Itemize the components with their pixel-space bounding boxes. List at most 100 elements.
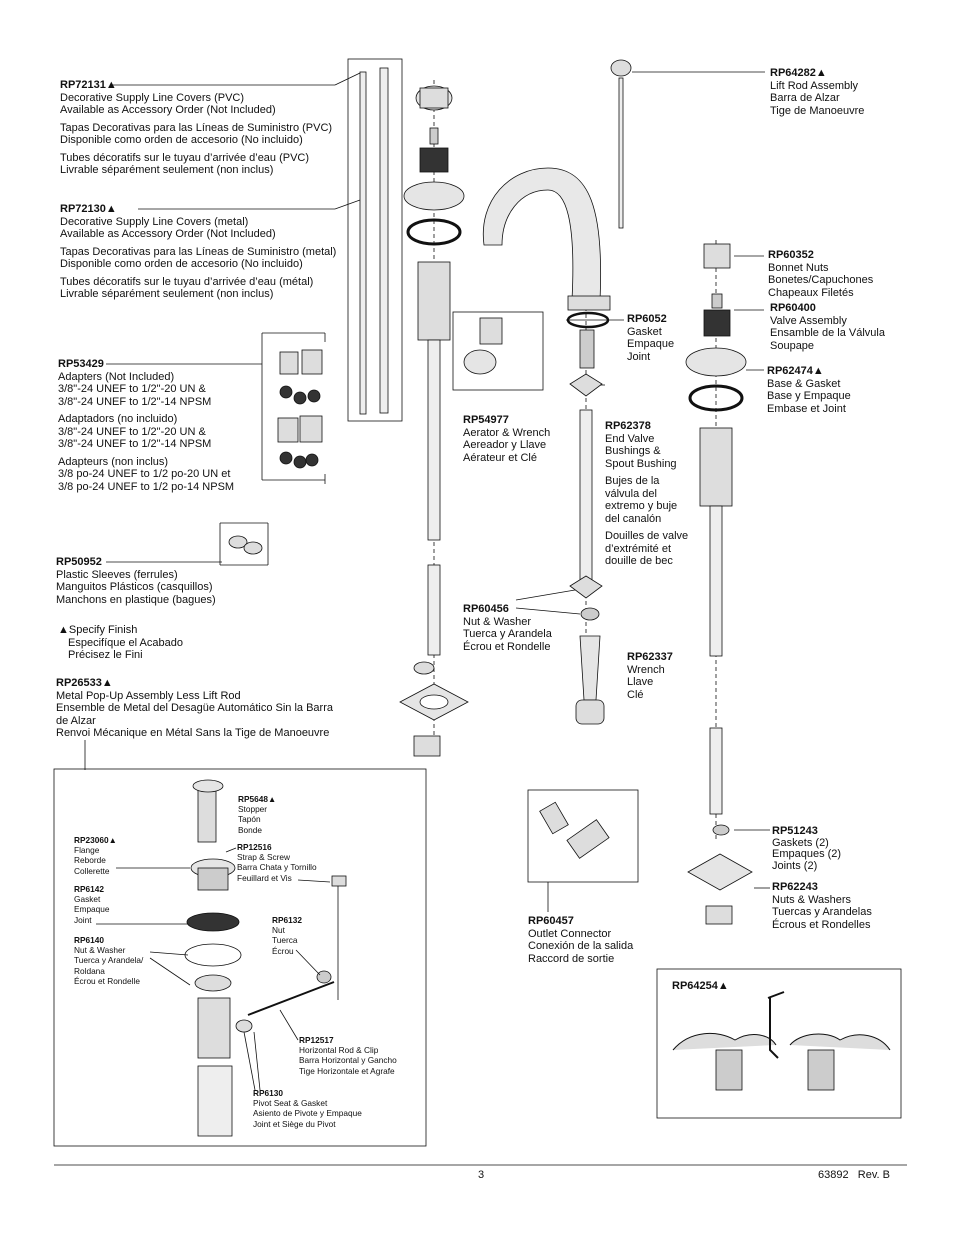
desc-en: Bushings & (605, 445, 661, 457)
desc-line: Aereador y Llave (463, 439, 547, 451)
supply-cover-box (347, 58, 403, 422)
desc-line: Empaque (74, 904, 110, 915)
desc-line: Joint (74, 914, 92, 925)
desc-line: Joint et Siège du Pivot (253, 1118, 336, 1129)
desc-en: Spout Bushing (605, 457, 677, 470)
desc-line: Écrou et Rondelle (463, 640, 551, 653)
callout-rp6052: RP6052 Gasket Empaque Joint (627, 313, 674, 363)
part-code: RP6052 (627, 313, 667, 325)
desc-line: Strap & Screw (237, 852, 291, 863)
desc-line: Barra de Alzar (770, 92, 840, 104)
desc-line: Asiento de Pivote y Empaque (253, 1108, 362, 1119)
part-code: RP60400 (770, 302, 816, 314)
callout-rp60400: RP60400 Valve Assembly Ensamble de la Vá… (770, 302, 885, 352)
note-line: Précisez le Fini (68, 649, 143, 661)
desc-es: 3/8"-24 UNEF to 1/2"-14 NPSM (58, 438, 212, 450)
aerator-box (452, 311, 544, 391)
desc-line: Nut & Washer (463, 615, 532, 628)
desc-line: Ensamble de la Válvula (770, 327, 885, 339)
desc-es: Adaptadors (no incluido) (58, 413, 178, 425)
desc-line: Empaques (2) (772, 848, 842, 860)
part-code: RP26533▲ (56, 677, 113, 689)
desc-line: Écrou (272, 945, 294, 956)
desc-line: Horizontal Rod & Clip (299, 1045, 379, 1056)
part-code: RP60457 (528, 915, 574, 927)
desc-line: Collerette (74, 865, 110, 876)
outlet-box (527, 789, 639, 883)
desc-line: Gasket (627, 325, 662, 338)
desc-line: Raccord de sortie (528, 952, 615, 965)
desc-line: Valve Assembly (770, 314, 847, 327)
note-line: Especifíque el Acabado (68, 636, 183, 649)
desc-line: Base & Gasket (767, 377, 841, 390)
callout-rp6140: RP6140 Nut & Washer Tuerca y Arandela/ R… (74, 935, 143, 986)
part-code: RP62243 (772, 881, 818, 893)
callout-rp6132: RP6132 Nut Tuerca Écrou (272, 915, 302, 956)
desc-line: Embase et Joint (767, 402, 846, 415)
desc-line: Lift Rod Assembly (770, 79, 859, 92)
desc-fr: douille de bec (605, 555, 673, 567)
part-code: RP23060▲ (74, 835, 117, 845)
desc-line: Tige de Manoeuvre (770, 104, 865, 117)
desc-line: Ensemble de Metal del Desagüe Automático… (56, 702, 333, 714)
desc-en: End Valve (605, 432, 655, 445)
desc-line: Nut & Washer (74, 945, 126, 956)
desc-line: Tuerca y Arandela/ (74, 955, 144, 966)
callout-rp72130: RP72130▲ Decorative Supply Line Covers (… (60, 203, 336, 301)
desc-line: Plastic Sleeves (ferrules) (56, 568, 178, 581)
callout-rp53429: RP53429 Adapters (Not Included) 3/8"-24 … (58, 358, 234, 493)
part-code: RP54977 (463, 414, 509, 426)
desc-line: Renvoi Mécanique en Métal Sans la Tige d… (56, 727, 330, 739)
desc-line: Barra Horizontal y Gancho (299, 1055, 397, 1066)
desc-en: Available as Accessory Order (Not Includ… (60, 228, 276, 240)
desc-line: Reborde (74, 855, 106, 866)
desc-line: Chapeaux Filetés (768, 286, 854, 299)
part-code: RP64282▲ (770, 67, 827, 79)
callout-rp26533: RP26533▲ Metal Pop-Up Assembly Less Lift… (56, 677, 333, 740)
desc-line: Clé (627, 688, 644, 701)
desc-line: Bonetes/Capuchones (768, 274, 874, 286)
desc-line: Empaque (627, 338, 675, 350)
part-code: RP62337 (627, 651, 673, 663)
desc-fr: Livrable séparément seulement (non inclu… (60, 164, 274, 176)
desc-line: Manguitos Plásticos (casquillos) (56, 581, 213, 593)
callout-rp51243: RP51243 Gaskets (2) Empaques (2) Joints … (772, 825, 842, 872)
desc-fr: Tubes décoratifs sur le tuyau d’arrivée … (60, 151, 310, 164)
callout-rp12516: RP12516 Strap & Screw Barra Chata y Torn… (237, 842, 317, 883)
note-line: ▲Specify Finish (58, 624, 138, 636)
desc-line: Pivot Seat & Gasket (253, 1098, 328, 1109)
desc-fr: Douilles de valve (605, 530, 689, 542)
desc-en: Available as Accessory Order (Not Includ… (60, 104, 276, 116)
callout-rp62378: RP62378 End Valve Bushings & Spout Bushi… (605, 420, 688, 568)
handles-box (656, 968, 902, 1119)
desc-fr: Livrable séparément seulement (non inclu… (60, 288, 274, 300)
callout-rp64254: RP64254▲ (672, 980, 729, 992)
part-code: RP6132 (272, 915, 302, 925)
part-code: RP60456 (463, 603, 509, 615)
desc-line: Aerator & Wrench (463, 426, 551, 439)
desc-line: Tuerca y Arandela (463, 628, 552, 640)
desc-line: Roldana (74, 965, 105, 976)
part-code: RP62378 (605, 420, 651, 432)
desc-line: Nut (272, 925, 285, 936)
desc-line: Bonde (238, 824, 262, 835)
desc-line: Nuts & Washers (772, 893, 852, 906)
desc-line: Bonnet Nuts (768, 261, 829, 274)
desc-line: Soupape (770, 339, 815, 352)
desc-line: Outlet Connector (528, 927, 612, 940)
popup-assembly-box (53, 768, 427, 1147)
desc-line: Conexión de la salida (528, 940, 634, 952)
desc-line: Écrous et Rondelles (772, 918, 871, 931)
callout-rp6142: RP6142 Gasket Empaque Joint (74, 884, 110, 925)
desc-en: Decorative Supply Line Covers (metal) (60, 215, 249, 228)
desc-line: Feuillard et Vis (237, 872, 292, 883)
document-number: 63892 Rev. B (818, 1169, 890, 1181)
desc-line: Barra Chata y Tornillo (237, 862, 317, 873)
desc-line: Gasket (74, 894, 101, 905)
desc-line: Metal Pop-Up Assembly Less Lift Rod (56, 689, 241, 702)
desc-en: 3/8"-24 UNEF to 1/2"-20 UN & (58, 383, 206, 395)
desc-line: Gaskets (2) (772, 836, 829, 849)
desc-fr: 3/8 po-24 UNEF to 1/2 po-14 NPSM (58, 480, 235, 493)
desc-line: Tuerca (272, 935, 298, 946)
desc-fr: Tubes décoratifs sur le tuyau d’arrivée … (60, 275, 314, 288)
